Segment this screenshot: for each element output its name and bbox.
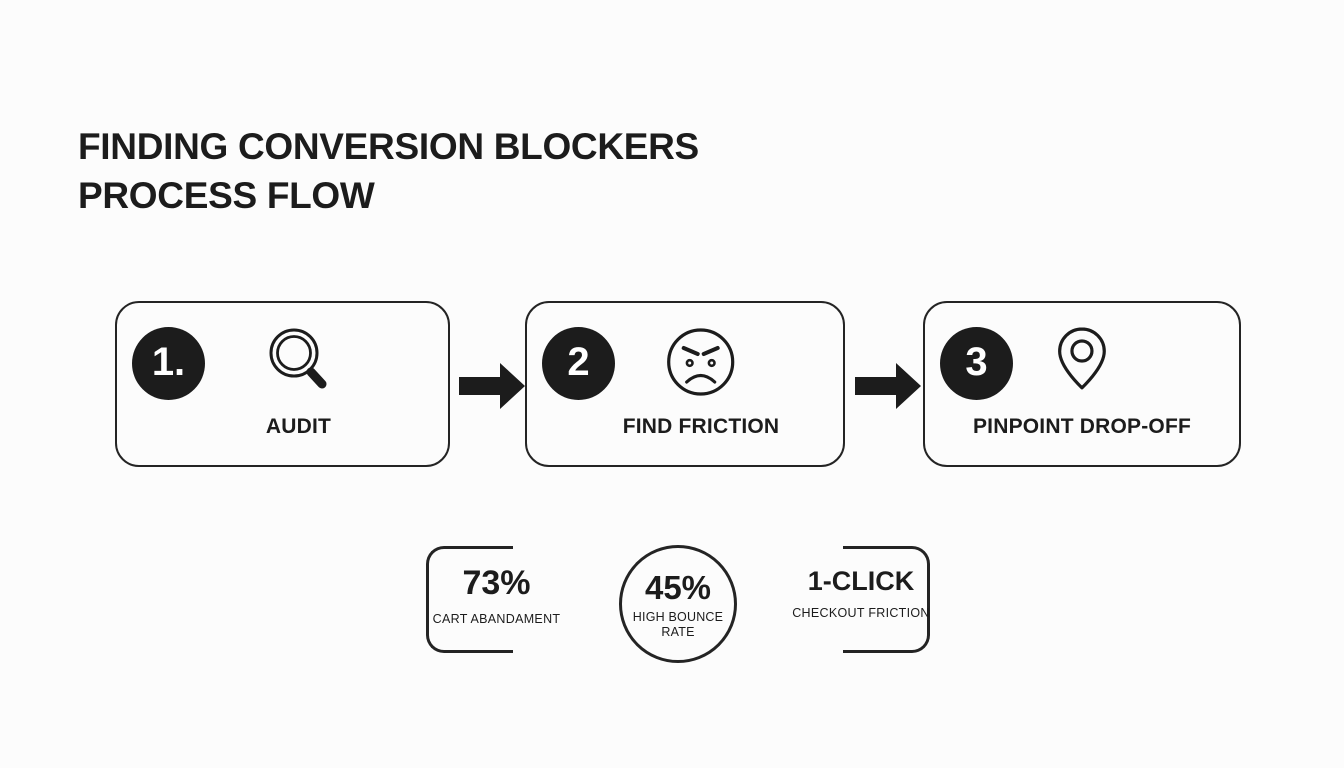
angry-face-icon [667, 328, 735, 396]
step-1-content: AUDIT [261, 324, 337, 439]
step-3-number-badge: 3 [940, 327, 1013, 400]
step-3-content: PINPOINT DROP-OFF [973, 324, 1191, 439]
step-1-number-badge: 1. [132, 327, 205, 400]
stat-checkout-friction: 1-CLICK CHECKOUT FRICTION [787, 566, 935, 620]
page-title: FINDING CONVERSION BLOCKERS PROCESS FLOW [78, 122, 699, 220]
stat-frame-cart-abandonment [426, 546, 513, 653]
stat-frame-checkout-friction [843, 546, 930, 653]
title-line-2: PROCESS FLOW [78, 175, 375, 216]
step-1-label: AUDIT [265, 415, 332, 438]
stat-value: 45% [644, 568, 712, 606]
step-card-audit: 1. AUDIT [115, 301, 450, 467]
arrow-right-icon [855, 363, 921, 409]
stat-label: HIGH BOUNCE RATE [632, 609, 724, 639]
stat-cart-abandonment: 73% CART ABANDAMENT [424, 564, 569, 626]
step-2-content: FIND FRICTION [623, 324, 780, 439]
stat-label: CHECKOUT FRICTION [792, 606, 930, 620]
arrow-right-icon [459, 363, 525, 409]
title-line-1: FINDING CONVERSION BLOCKERS [78, 126, 699, 167]
stat-high-bounce-rate: 45% HIGH BOUNCE RATE [619, 545, 737, 663]
magnifier-icon [269, 328, 326, 389]
step-card-find-friction: 2 FIND FRICTION [525, 301, 845, 467]
location-pin-icon [1058, 327, 1106, 390]
stat-value: 73% [462, 564, 531, 602]
step-card-pinpoint-drop-off: 3 PINPOINT DROP-OFF [923, 301, 1241, 467]
step-2-number-badge: 2 [542, 327, 615, 400]
step-3-label: PINPOINT DROP-OFF [972, 415, 1192, 438]
stat-value: 1-CLICK [807, 566, 915, 596]
step-2-label: FIND FRICTION [622, 415, 780, 438]
stat-label: CART ABANDAMENT [432, 612, 561, 626]
